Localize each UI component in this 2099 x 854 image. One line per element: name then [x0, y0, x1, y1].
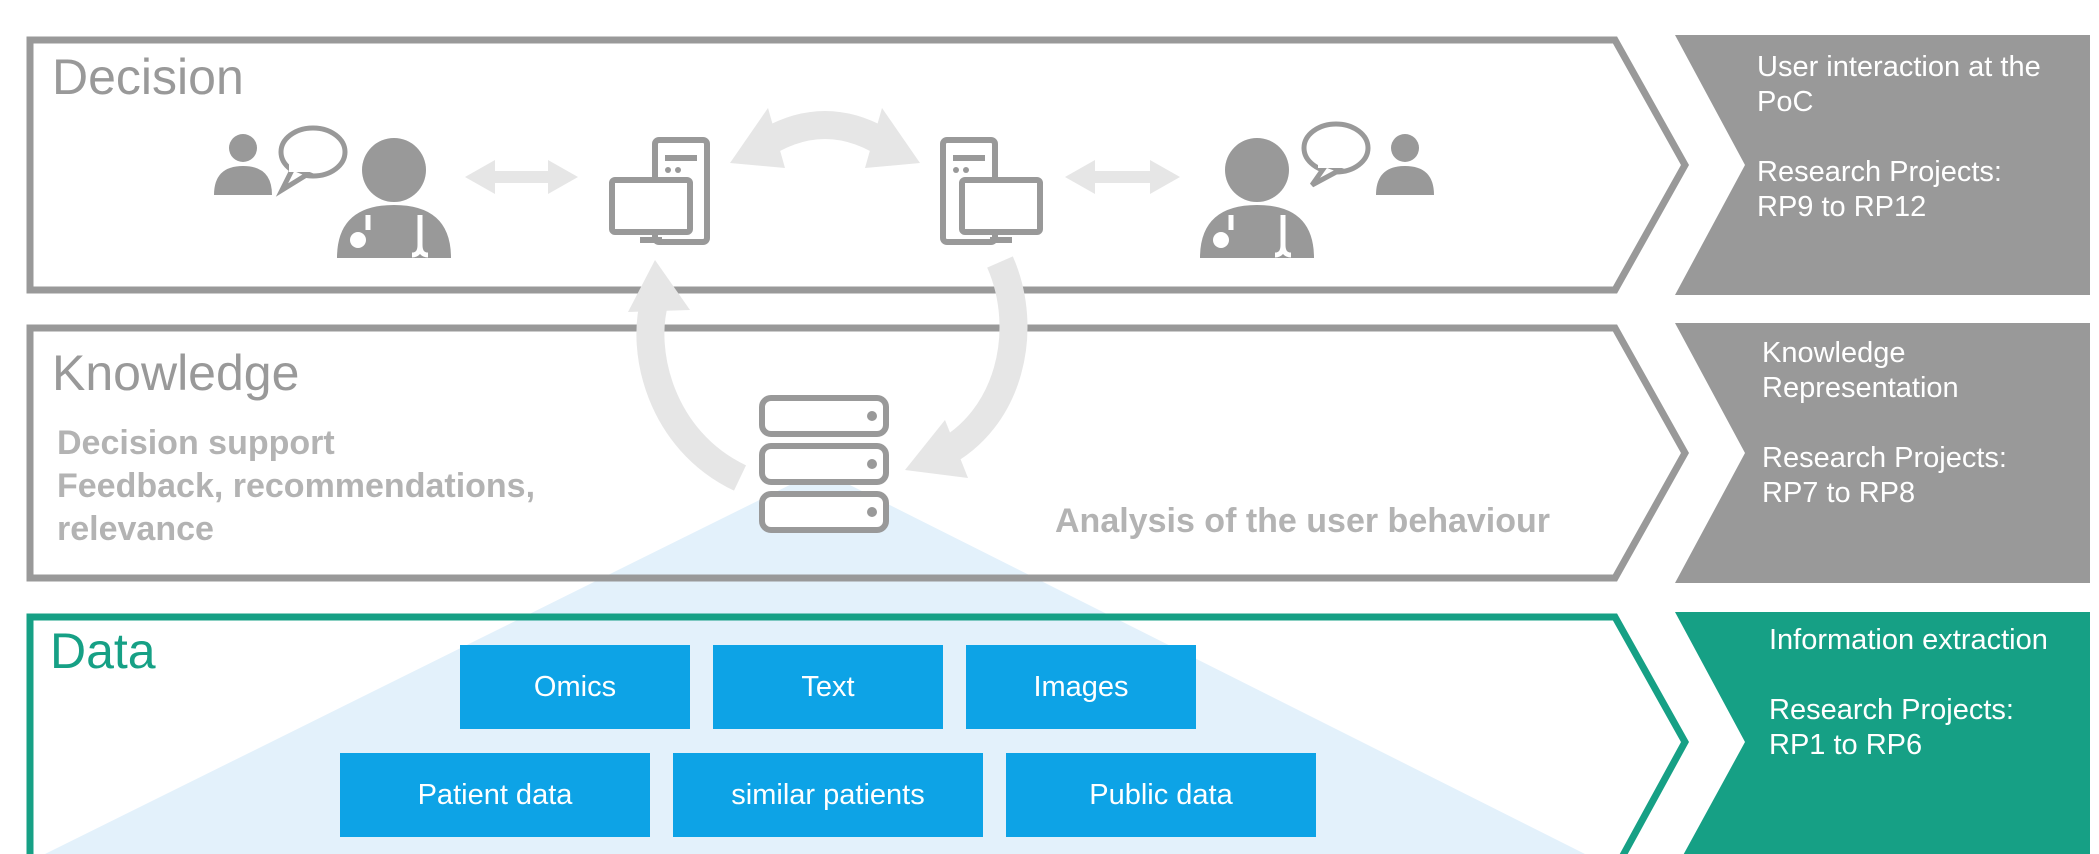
- cycle-arrow-icon: [628, 108, 1028, 491]
- decision-side-text: User interaction at the PoC Research Pro…: [1757, 50, 2077, 225]
- person-icon: [1376, 134, 1434, 195]
- data-box-images: Images: [966, 645, 1196, 729]
- decision-side-panel: [1675, 35, 2090, 295]
- decision-title: Decision: [52, 49, 244, 105]
- data-frame: [26, 613, 1690, 854]
- knowledge-side-line2: Research Projects: RP7 to RP8: [1762, 442, 2007, 509]
- feedback-line: Feedback, recommendations, relevance: [57, 467, 536, 548]
- knowledge-side-panel: [1675, 323, 2090, 583]
- knowledge-side-line1: Knowledge Representation: [1762, 337, 1959, 404]
- decision-side-line1: User interaction at the PoC: [1757, 51, 2041, 118]
- data-box-similar-patients: similar patients: [673, 753, 983, 837]
- knowledge-frame: [26, 324, 1690, 582]
- data-box-public-data: Public data: [1006, 753, 1316, 837]
- doctor-icon: [337, 138, 451, 258]
- server-icon: [759, 395, 889, 533]
- double-arrow-icon: [465, 160, 578, 194]
- data-side-line2: Research Projects: RP1 to RP6: [1769, 694, 2014, 761]
- double-arrow-icon: [1065, 160, 1180, 194]
- data-side-text: Information extraction Research Projects…: [1769, 623, 2089, 763]
- computer-icon: [940, 137, 1043, 245]
- speech-bubble-icon: [1301, 121, 1371, 188]
- decision-support-text: Decision support Feedback, recommendatio…: [57, 422, 617, 551]
- data-side-panel: [1675, 612, 2090, 854]
- speech-bubble-icon: [275, 125, 348, 197]
- computer-dots: [953, 167, 969, 173]
- knowledge-side-text: Knowledge Representation Research Projec…: [1762, 336, 2007, 511]
- data-title: Data: [50, 623, 156, 679]
- decision-side-line2: Research Projects: RP9 to RP12: [1757, 156, 2002, 223]
- computer-dots: [665, 167, 681, 173]
- data-side-line1: Information extraction: [1769, 624, 2048, 656]
- analysis-text: Analysis of the user behaviour: [1055, 502, 1551, 540]
- decision-support-line: Decision support: [57, 424, 335, 462]
- person-icon: [214, 134, 272, 195]
- doctor-icon: [1200, 138, 1314, 258]
- knowledge-title: Knowledge: [52, 345, 300, 401]
- data-box-text: Text: [713, 645, 943, 729]
- decision-frame: [26, 36, 1690, 294]
- data-box-omics: Omics: [460, 645, 690, 729]
- data-box-patient-data: Patient data: [340, 753, 650, 837]
- computer-icon: [609, 137, 710, 245]
